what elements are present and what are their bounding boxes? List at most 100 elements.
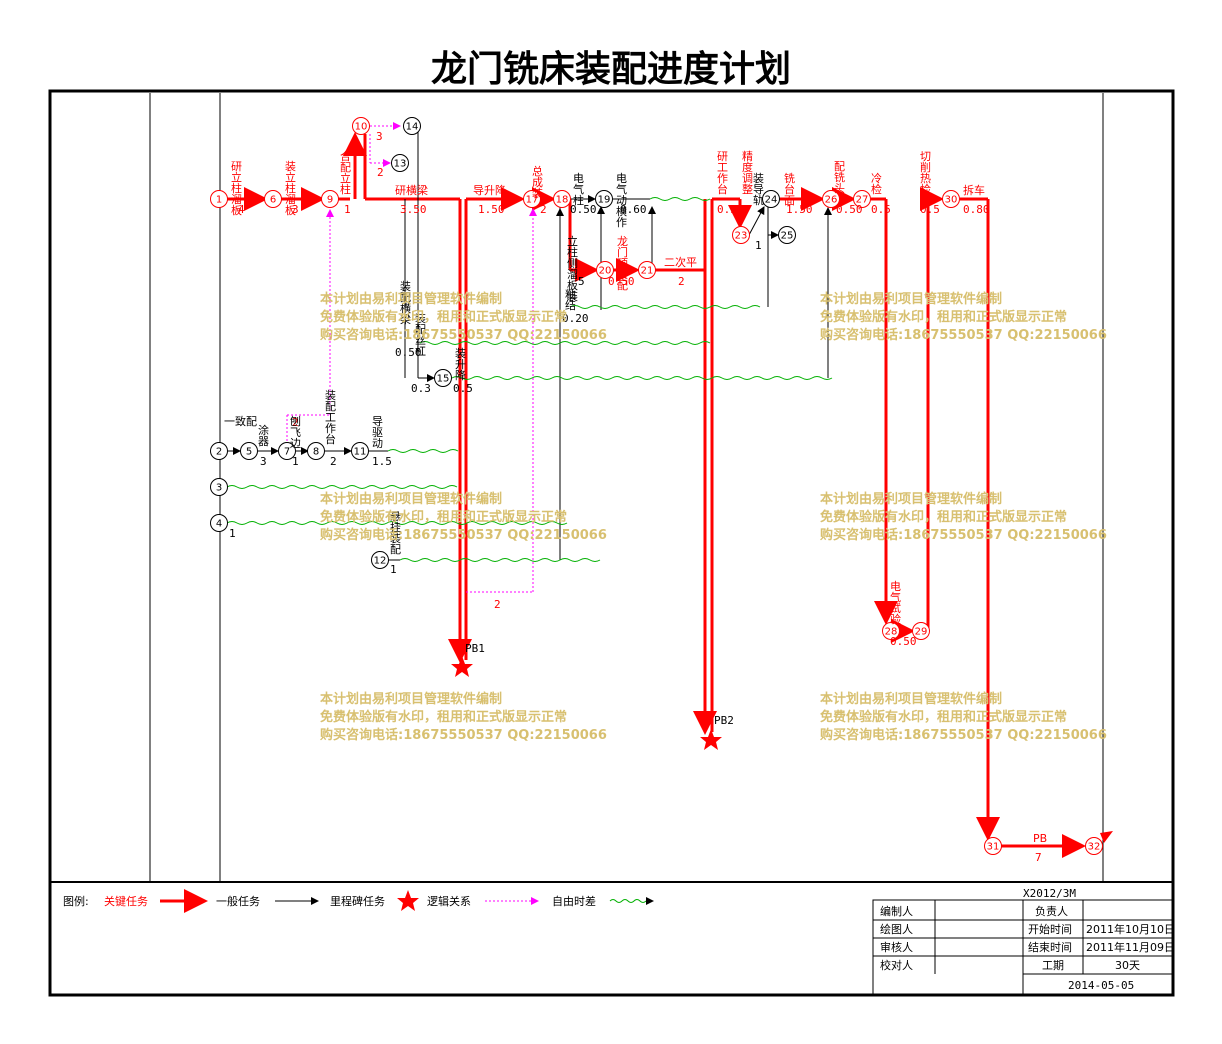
wm-d2: 免费体验版有水印，租用和正式版显示正常 — [820, 509, 1067, 525]
legend-label: 图例: — [63, 894, 89, 908]
node-label-3: 3 — [216, 483, 222, 494]
wm-c2: 免费体验版有水印，租用和正式版显示正常 — [320, 509, 567, 525]
node-label-5: 5 — [246, 447, 252, 458]
node-2 — [210, 442, 228, 460]
owner-label: 负责人 — [1035, 904, 1068, 918]
task-label-0: 研立柱溜板 — [231, 160, 242, 217]
wm-b3: 购买咨询电话:18675550537 QQ:22150066 — [820, 327, 1107, 343]
node-label-10: 10 — [355, 122, 368, 133]
node-27 — [853, 190, 871, 208]
task-label-28: 导驱动 — [372, 415, 383, 450]
node-label-2: 2 — [216, 447, 222, 458]
task-dur-19: 0.80 — [963, 203, 990, 216]
node-30 — [942, 190, 960, 208]
node-26 — [822, 190, 840, 208]
node-label-4: 4 — [216, 519, 222, 530]
page-title: 龙门铣床装配进度计划 — [430, 48, 791, 90]
node-label-19: 19 — [598, 195, 611, 206]
task-dur-17: 0.5 — [871, 203, 891, 216]
info-table — [872, 899, 1174, 996]
project-code: X2012/3M — [1023, 887, 1076, 900]
task-dur-5: 2 — [540, 203, 547, 216]
wm-f1: 本计划由易利项目管理软件编制 — [820, 691, 1002, 707]
task-dur-21: 7 — [1035, 851, 1042, 864]
node-label-21: 21 — [641, 266, 654, 277]
node-label-29: 29 — [915, 627, 928, 638]
node-label-26: 26 — [825, 195, 838, 206]
task-label-12: 研工作台 — [717, 150, 728, 196]
node-12 — [371, 551, 389, 569]
node-label-27: 27 — [856, 195, 869, 206]
legend-milestone-icon — [397, 890, 419, 911]
task-label-11: 粘结 — [565, 287, 576, 312]
editor-label: 编制人 — [880, 904, 913, 918]
task-dur-14: 1 — [755, 239, 762, 252]
task-dur-23: 0.3 — [411, 382, 431, 395]
task-label-20: 电气试验 — [890, 580, 901, 626]
normal-labels: 电气柱 0.50 电气动横作 0.60 立柱侧溜板装 5 粘结 0.20 装导轨… — [224, 172, 764, 576]
node-label-8: 8 — [313, 447, 319, 458]
task-label-21: PB — [1033, 832, 1047, 845]
node-24 — [762, 190, 780, 208]
node-label-31: 31 — [987, 842, 1000, 853]
node-label-13: 13 — [394, 159, 407, 170]
node-23 — [732, 226, 750, 244]
node-4 — [210, 514, 228, 532]
wm-e1: 本计划由易利项目管理软件编制 — [320, 691, 502, 707]
node-3 — [210, 478, 228, 496]
task-label-19: 拆车 — [963, 183, 985, 197]
task-label-7: 电气动横作 — [616, 172, 627, 229]
node-15 — [434, 369, 452, 387]
task-label-6: 电气柱 — [573, 172, 584, 207]
end-flag-icon — [1100, 831, 1113, 843]
task-dur-1: 3 — [292, 203, 299, 216]
end-value: 2011年11月09日 — [1086, 940, 1175, 954]
float-12 — [399, 558, 601, 562]
legend-logic: 逻辑关系 — [427, 894, 471, 908]
node-7 — [278, 442, 296, 460]
watermarks: 本计划由易利项目管理软件编制 免费体验版有水印，租用和正式版显示正常 购买咨询电… — [320, 291, 1107, 743]
task-label-16: 配铣头 — [834, 160, 845, 195]
logic-label-2c: 2 — [494, 598, 501, 611]
milestone-pb2 — [700, 729, 722, 750]
task-label-10: 二次平 — [664, 255, 697, 269]
node-label-25: 25 — [781, 231, 794, 242]
node-31 — [984, 837, 1002, 855]
task-label-2: 合配立柱 — [340, 149, 351, 196]
task-dur-24: 0.5 — [453, 382, 473, 395]
duration-label: 工期 — [1042, 959, 1064, 972]
reviewer-label: 审核人 — [880, 940, 913, 954]
task-label-29: 悬挂装配 — [390, 510, 401, 556]
wm-b2: 免费体验版有水印，租用和正式版显示正常 — [820, 309, 1067, 325]
task-dur-25: 3 — [260, 455, 267, 468]
task-dur-8: 5 — [578, 275, 585, 288]
node-label-17: 17 — [526, 195, 539, 206]
task-dur-15: 1.50 — [786, 203, 813, 216]
legend-critical: 关键任务 — [104, 894, 148, 908]
float-24 — [569, 305, 761, 309]
node-label-28: 28 — [885, 627, 898, 638]
wm-c3: 购买咨询电话:18675550537 QQ:22150066 — [320, 527, 607, 543]
task-label-24: 装升降 — [455, 347, 466, 382]
node-label-32: 32 — [1088, 842, 1101, 853]
task-label-30: 一致配 — [224, 414, 257, 428]
float-19 — [649, 197, 711, 201]
node-label-20: 20 — [599, 266, 612, 277]
node-5 — [240, 442, 258, 460]
task-dur-0: 4 — [238, 203, 245, 216]
wm-e2: 免费体验版有水印，租用和正式版显示正常 — [320, 709, 567, 725]
legend-float-line — [609, 899, 647, 903]
task-label-22: 装配横梁 — [400, 280, 411, 326]
node-label-12: 12 — [374, 556, 387, 567]
task-label-1: 装立柱溜板 — [285, 160, 296, 217]
checker-label: 校对人 — [880, 958, 913, 972]
start-label: 开始时间 — [1028, 922, 1072, 936]
critical-labels: 研立柱溜板 4 装立柱溜板 3 合配立柱 1 研横梁 3.50 导升降 1.50… — [231, 130, 1047, 864]
end-label: 结束时间 — [1028, 941, 1072, 954]
node-21 — [638, 261, 656, 279]
node-label-6: 6 — [270, 195, 276, 206]
wm-f2: 免费体验版有水印，租用和正式版显示正常 — [820, 709, 1067, 725]
task-label-26: 刨飞边 — [290, 414, 301, 450]
